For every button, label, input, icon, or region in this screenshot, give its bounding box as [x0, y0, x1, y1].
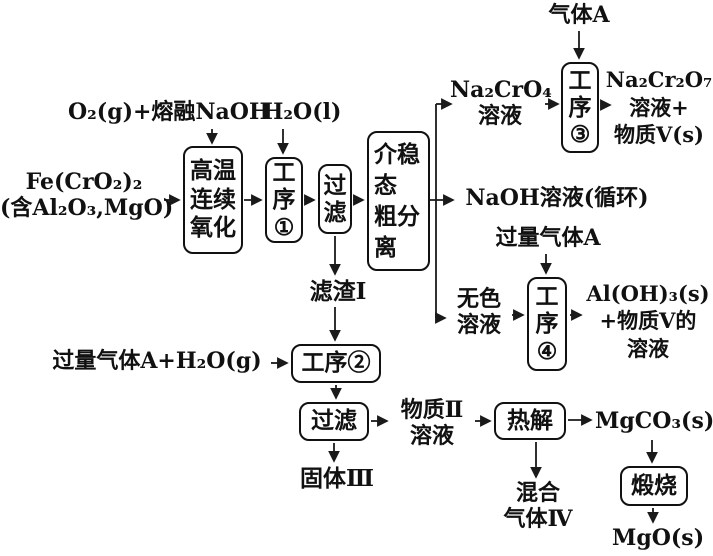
box-process-3: 工 序 ③ [561, 62, 599, 153]
box-calcination: 煅烧 [620, 466, 688, 506]
label-na2cro4-solution: Na₂CrO₄ 溶液 [450, 77, 552, 129]
label-excess-gas-a: 过量气体A [495, 225, 601, 251]
label-o2-molten-naoh: O₂(g)+熔融NaOH [68, 99, 270, 125]
box-metastable-separation: 介稳 态 粗分 离 [367, 131, 430, 271]
label-colorless-solution: 无色 溶液 [456, 286, 501, 338]
feed-impurities: (含Al₂O₃,MgO) [0, 194, 174, 221]
label-mixed-gas-4: 混合 气体Ⅳ [503, 480, 573, 532]
label-feed-ore: Fe(CrO₂)₂ (含Al₂O₃,MgO) [0, 169, 174, 222]
label-excess-gas-a-steam: 过量气体A+H₂O(g) [52, 348, 262, 374]
box-filter-1: 过 滤 [318, 164, 352, 234]
box-process-4: 工 序 ④ [527, 277, 567, 371]
feed-formula: Fe(CrO₂)₂ [25, 169, 143, 195]
label-mgo: MgO(s) [612, 525, 705, 551]
box-filter-2: 过滤 [299, 402, 369, 441]
label-solid-3: 固体Ⅲ [299, 465, 374, 492]
label-h2o-liquid: H₂O(l) [262, 99, 342, 125]
label-aloh3-product: Al(OH)₃(s) +物质Ⅴ的 溶液 [586, 281, 710, 361]
box-pyrolysis: 热解 [494, 402, 566, 440]
label-gas-a: 气体A [548, 2, 610, 28]
box-process-1: 工 序 ① [265, 157, 303, 243]
label-substance-2-solution: 物质Ⅱ 溶液 [400, 397, 464, 449]
box-high-temp-oxidation: 高温 连续 氧化 [183, 146, 243, 254]
label-na2cr2o7-product: Na₂Cr₂O₇ 溶液+ 物质Ⅴ(s) [605, 67, 713, 148]
label-mgco3: MgCO₃(s) [595, 408, 713, 434]
box-process-2: 工序② [291, 344, 381, 383]
label-residue-1: 滤渣Ⅰ [309, 278, 367, 305]
label-naoh-recycle: NaOH溶液(循环) [465, 185, 649, 211]
